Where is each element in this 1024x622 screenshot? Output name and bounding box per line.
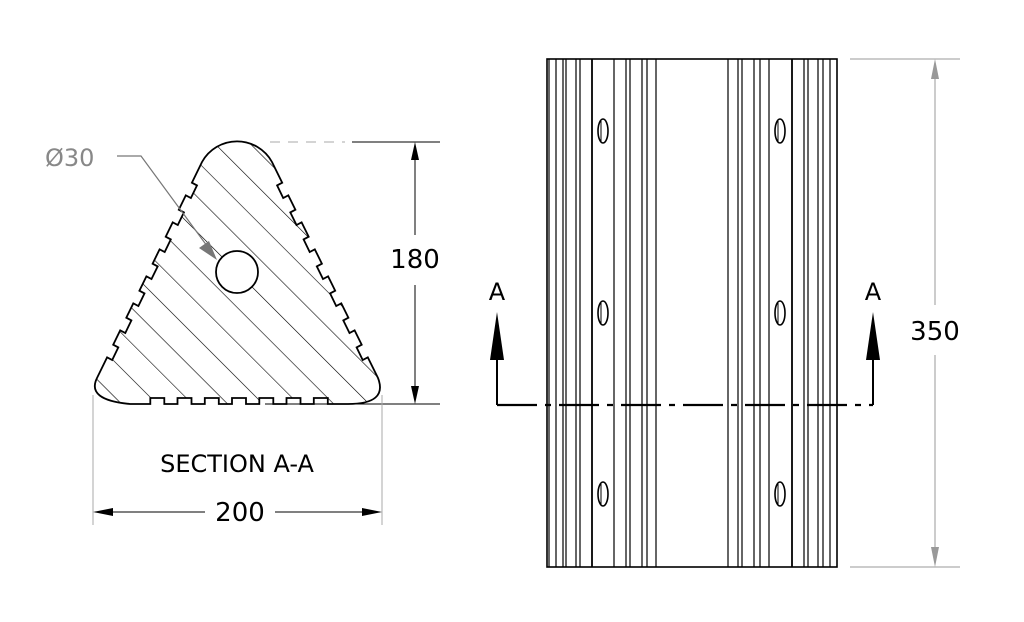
arrow-head-icon <box>411 142 419 160</box>
mounting-holes <box>597 118 786 507</box>
section-title: SECTION A-A <box>160 450 314 478</box>
dimension-180: 180 <box>390 245 440 275</box>
section-label-right: A <box>865 278 882 306</box>
hole-diameter-label: Ø30 <box>45 144 94 172</box>
rib-lines <box>548 59 831 567</box>
leader-line <box>117 155 211 251</box>
leader-arrow-icon <box>199 241 217 260</box>
dimension-200: 200 <box>215 498 265 528</box>
mounting-hole <box>597 118 609 144</box>
mounting-hole <box>597 481 609 507</box>
mounting-hole <box>774 118 786 144</box>
center-hole <box>215 250 259 294</box>
body-outline <box>546 58 838 568</box>
section-label-left: A <box>489 278 506 306</box>
section-view: 180 200 SECTION A-A Ø30 <box>45 140 440 528</box>
arrow-head-icon <box>93 508 113 516</box>
arrow-up-icon <box>490 312 504 360</box>
mounting-hole <box>774 481 786 507</box>
dimension-350: 350 <box>910 317 960 347</box>
arrow-head-icon <box>931 547 939 567</box>
side-view: A A 350 <box>489 58 960 568</box>
mounting-hole <box>774 300 786 326</box>
arrow-head-icon <box>411 386 419 404</box>
arrow-head-icon <box>931 59 939 79</box>
arrow-head-icon <box>362 508 382 516</box>
mounting-hole <box>597 300 609 326</box>
arrow-up-icon <box>866 312 880 360</box>
